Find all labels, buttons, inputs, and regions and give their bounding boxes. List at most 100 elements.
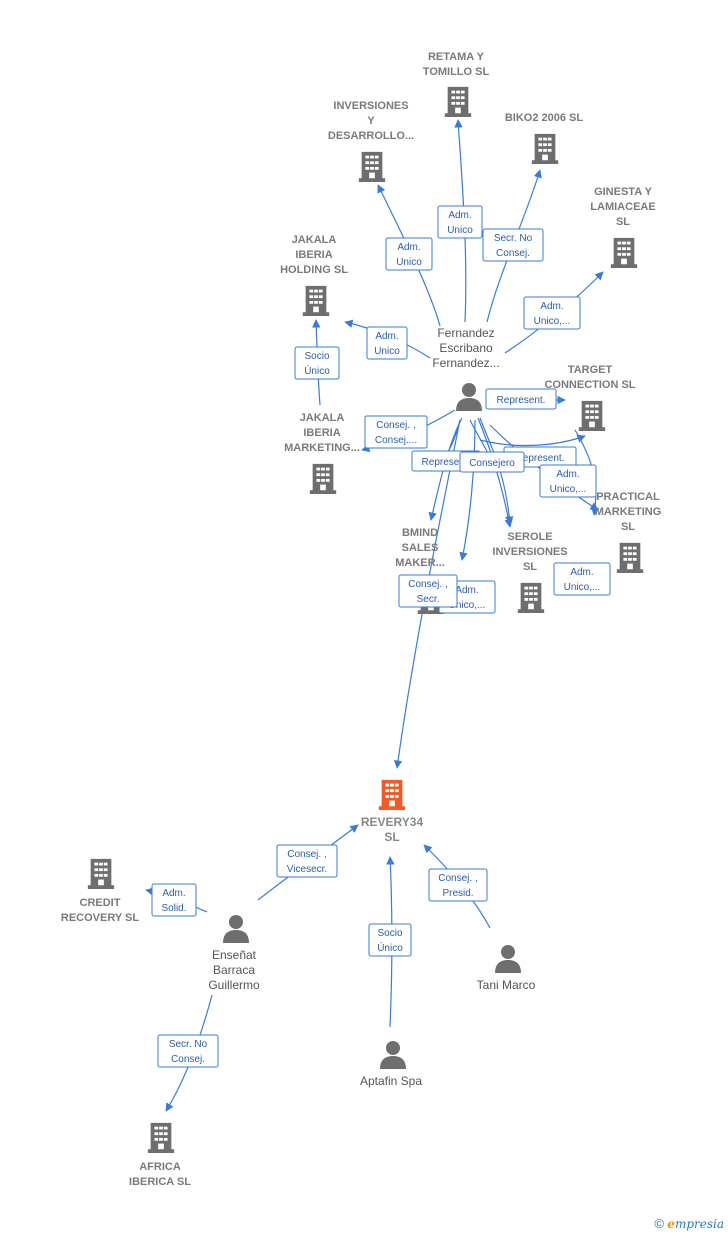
edge-label-text: Consejero <box>469 458 515 469</box>
building-icon <box>517 582 545 613</box>
building-icon <box>578 400 606 431</box>
building-icon <box>616 542 644 573</box>
edge-label-e19[interactable]: Consej. ,Presid. <box>428 868 488 902</box>
node-label-line: Tani Marco <box>477 978 536 992</box>
edge-label-text: Adm. <box>448 210 471 221</box>
edge-label-text: Represent. <box>497 395 546 406</box>
node-label-line: Escribano <box>439 341 493 355</box>
edge-label-text: Unico <box>396 257 422 268</box>
edge-label-box <box>482 228 544 262</box>
edge-label-text: Adm. <box>375 331 398 342</box>
edge-label-e17[interactable]: Adm.Solid. <box>151 883 197 917</box>
node-label-line: IBERIA <box>295 249 332 261</box>
edge-label-e7[interactable]: Represent. <box>485 388 557 410</box>
edge-label-text: Unico <box>447 225 473 236</box>
edge-label-box <box>294 346 340 380</box>
edge-label-e2[interactable]: Adm. Unico <box>437 205 483 239</box>
node-label-line: PRACTICAL <box>596 491 660 503</box>
building-icon <box>87 858 115 889</box>
edge-label-text: Consej. <box>171 1054 205 1065</box>
edge-label-text: Presid. <box>442 888 473 899</box>
building-icon <box>610 237 638 268</box>
edge-label-text: Consej. <box>496 248 530 259</box>
edge-label-e4[interactable]: Adm.Unico,... <box>523 296 581 330</box>
edge-label-text: Consej. , <box>287 849 326 860</box>
edge-line-e14 <box>459 419 476 561</box>
node-label-line: INVERSIONES <box>492 546 567 558</box>
edge-label-box <box>151 883 197 917</box>
node-label-line: INVERSIONES <box>333 100 408 112</box>
edge-label-box <box>368 923 412 957</box>
person-icon <box>456 383 482 411</box>
edge-label-text: Unico,... <box>564 582 601 593</box>
edge-label-text: Secr. <box>417 594 440 605</box>
edge-line-e10 <box>479 434 586 447</box>
node-label-line: SALES <box>402 542 439 554</box>
edge-label-e5[interactable]: Adm.Unico <box>366 326 408 360</box>
node-label-line: Fernandez <box>437 326 494 340</box>
node-label-line: IBERICA SL <box>129 1176 191 1188</box>
brand-initial: e <box>667 1217 675 1231</box>
node-label-line: Guillermo <box>208 978 260 992</box>
edge-label-e1[interactable]: Adm.Unico <box>385 237 433 271</box>
person-node-aptafin[interactable]: Aptafin Spa <box>360 1041 422 1088</box>
edge-label-e15[interactable]: Consej. , Secr. <box>398 574 458 608</box>
node-label-line: CREDIT <box>80 897 121 909</box>
building-icon <box>378 779 406 810</box>
edge-label-box <box>459 451 525 473</box>
person-node-fernandez[interactable]: FernandezEscribanoFernandez... <box>432 326 500 411</box>
edge-label-box <box>157 1034 219 1068</box>
edge-label-box <box>276 844 338 878</box>
edge-label-text: Socio <box>377 928 402 939</box>
building-icon <box>531 133 559 164</box>
edge-label-text: Único <box>377 941 403 954</box>
edge-label-text: Secr. No <box>169 1039 208 1050</box>
edge-label-text: Consej. , <box>408 579 447 590</box>
edge-label-e12[interactable]: Adm.Unico,... <box>539 464 597 498</box>
company-node-biko2[interactable]: BIKO2 2006 SL <box>505 112 584 164</box>
edge-label-box <box>485 388 557 410</box>
person-icon <box>495 945 521 973</box>
company-node-inversiones[interactable]: INVERSIONESYDESARROLLO... <box>328 100 414 182</box>
edge-label-text: Adm. <box>162 888 185 899</box>
company-node-jakala_marketing[interactable]: JAKALAIBERIAMARKETING... <box>284 412 360 494</box>
person-node-tani[interactable]: Tani Marco <box>477 945 536 992</box>
edge-label-text: Unico,... <box>534 316 571 327</box>
node-label-line: MARKETING... <box>284 442 360 454</box>
edge-label-e14[interactable]: Adm.Unico,... <box>553 562 611 596</box>
node-label-line: Barraca <box>213 963 255 977</box>
edge-label-text: Consej.... <box>375 435 417 446</box>
company-node-bmind[interactable]: BMINDSALESMAKER... <box>395 527 445 614</box>
person-icon <box>223 915 249 943</box>
edge-label-box <box>364 415 428 449</box>
edge-label-text: Adm. <box>455 585 478 596</box>
node-label-line: HOLDING SL <box>280 264 348 276</box>
edge-label-e16[interactable]: Consej. , Vicesecr. <box>276 844 338 878</box>
building-icon <box>309 463 337 494</box>
edge-label-text: Consej. , <box>376 420 415 431</box>
edge-label-box <box>437 205 483 239</box>
edge-label-e20[interactable]: Secr. No Consej. <box>157 1034 219 1068</box>
node-label-line: Aptafin Spa <box>360 1074 422 1088</box>
edge-label-e8[interactable]: Consej. , Consej.... <box>364 415 428 449</box>
edge-label-text: Vicesecr. <box>287 864 327 875</box>
node-label-line: Enseñat <box>212 948 257 962</box>
edge-label-e11[interactable]: Consejero <box>459 451 525 473</box>
node-label-line: TOMILLO SL <box>423 66 490 78</box>
node-label-line: Y <box>367 115 375 127</box>
node-label-line: TARGET <box>568 364 613 376</box>
